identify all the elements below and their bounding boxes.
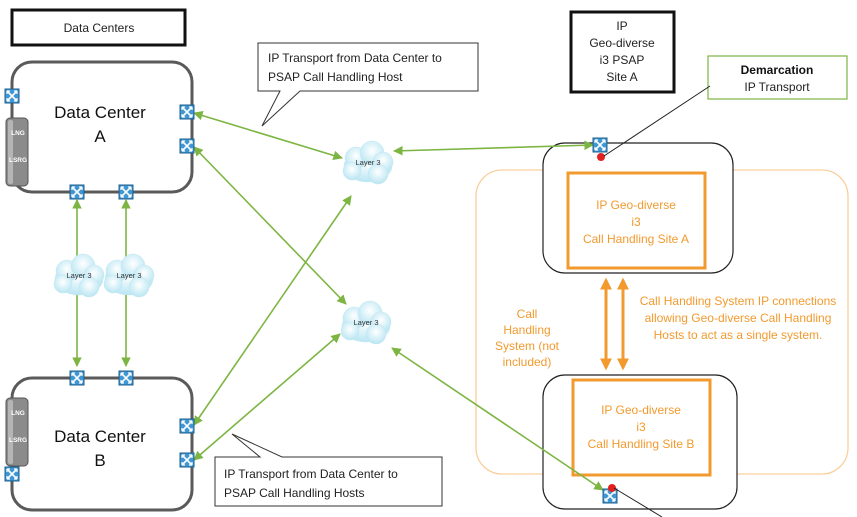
switch-icon — [69, 184, 85, 200]
switch-icon — [118, 370, 134, 386]
transport-top-line1: IP Transport from Data Center to — [268, 51, 442, 65]
transport-callout-top: IP Transport from Data Center to PSAP Ca… — [257, 42, 479, 127]
site-a-line3: Call Handling Site A — [583, 232, 689, 246]
link-cloud1-site-a — [393, 140, 594, 156]
chs-line3: System (not — [495, 339, 560, 353]
lsrg-label: LSRG — [9, 157, 27, 164]
site-b-line3: Call Handling Site B — [588, 437, 695, 451]
site-interconnect-arrows — [600, 277, 629, 371]
psap-title-line4: Site A — [606, 70, 637, 84]
lng-label: LNG — [11, 130, 25, 137]
call-handling-site-a-box — [566, 171, 707, 270]
psap-site-a-title-box — [569, 10, 676, 94]
switch-icon — [179, 138, 195, 154]
lsrg-label: LSRG — [9, 437, 27, 444]
site-a-line2: i3 — [631, 215, 641, 229]
cloud-label-4: Layer 3 — [116, 271, 141, 280]
data-center-b-id: B — [94, 451, 105, 470]
cloud-label-2: Layer 3 — [353, 318, 378, 327]
site-b-line1: IP Geo-diverse — [601, 403, 681, 417]
switch-icon — [118, 184, 134, 200]
demarcation-box — [707, 55, 848, 100]
data-center-b-name: Data Center — [54, 427, 146, 446]
switch-icon — [179, 452, 195, 468]
chs-line1: Call — [517, 307, 538, 321]
lng-lsrg-device-b-icon: LNG LSRG — [5, 397, 29, 467]
data-center-a-name: Data Center — [54, 103, 146, 122]
psap-title-line1: IP — [616, 19, 627, 33]
switch-icon — [69, 370, 85, 386]
switch-icon — [4, 88, 20, 104]
link-dcb-cloud1 — [193, 195, 352, 426]
demarcation-point-b — [608, 484, 616, 492]
demarcation-title: Demarcation — [741, 63, 814, 77]
transport-callout-bottom: IP Transport from Data Center to PSAP Ca… — [214, 433, 443, 507]
data-center-a-id: A — [94, 127, 106, 146]
switch-icon — [4, 466, 20, 482]
chs-line2: Handling — [503, 323, 550, 337]
lng-lsrg-device-a-icon: LNG LSRG — [5, 117, 29, 187]
lng-label: LNG — [11, 410, 25, 417]
switch-icon — [179, 418, 195, 434]
transport-bottom-line2: PSAP Call Handling Hosts — [224, 486, 365, 500]
connections-note-line3: Hosts to act as a single system. — [654, 328, 823, 342]
psap-title-line3: i3 PSAP — [600, 53, 645, 67]
connections-note-line1: Call Handling System IP connections — [640, 294, 837, 308]
switch-icon — [592, 137, 608, 153]
transport-bottom-line1: IP Transport from Data Center to — [224, 467, 398, 481]
transport-top-line2: PSAP Call Handling Host — [268, 70, 403, 84]
cloud-label-1: Layer 3 — [355, 158, 380, 167]
demarcation-pointer-a — [603, 85, 711, 157]
demarcation-subtitle: IP Transport — [744, 80, 810, 94]
data-centers-title: Data Centers — [64, 21, 135, 35]
data-centers-title-box — [10, 8, 187, 47]
demarcation-point-a — [597, 153, 605, 161]
switch-icon — [179, 104, 195, 120]
site-b-line2: i3 — [636, 420, 646, 434]
psap-title-line2: Geo-diverse — [589, 36, 655, 50]
link-cloud2-site-b — [391, 347, 604, 491]
site-a-line1: IP Geo-diverse — [596, 198, 676, 212]
link-dcb-cloud2 — [193, 333, 341, 461]
chs-line4: included) — [503, 355, 552, 369]
cloud-label-3: Layer 3 — [66, 271, 91, 280]
connections-note-line2: allowing Geo-diverse Call Handling — [645, 311, 832, 325]
demarcation-pointer-b — [613, 487, 663, 517]
link-dca-cloud2 — [193, 146, 347, 305]
